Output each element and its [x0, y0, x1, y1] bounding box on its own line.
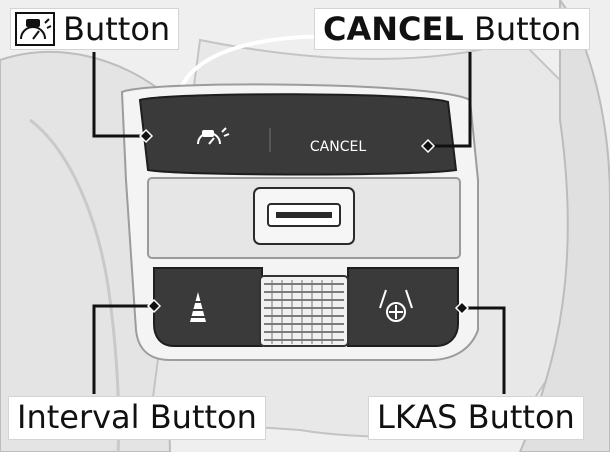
interval-leader-line	[92, 304, 154, 394]
lkas-button-label: LKAS Button	[377, 398, 575, 436]
cancel-leader-marker	[420, 138, 436, 154]
cancel-suffix-label: Button	[463, 10, 582, 48]
acc-speedometer-icon[interactable]	[197, 127, 230, 145]
cancel-button-label[interactable]: CANCEL	[310, 139, 366, 155]
interval-icon[interactable]	[188, 292, 208, 322]
acc-leader-marker	[138, 128, 154, 144]
acc-button-label: Button	[63, 10, 171, 48]
interval-button-label: Interval Button	[17, 398, 257, 436]
lkas-icon[interactable]	[379, 289, 413, 322]
thumb-roller-wheel[interactable]	[259, 275, 349, 347]
lkas-button-callout: LKAS Button	[368, 396, 584, 440]
lkas-leader-marker	[454, 300, 470, 316]
interval-leader-marker	[146, 298, 162, 314]
cancel-button-callout: CANCEL Button	[314, 8, 591, 50]
wheel-rim-right	[518, 0, 610, 452]
acc-speedometer-icon	[15, 12, 55, 46]
cancel-leader-line	[428, 52, 472, 148]
cancel-bold-label: CANCEL	[323, 10, 464, 48]
acc-leader-line	[92, 52, 146, 138]
acc-button-callout: Button	[10, 8, 180, 50]
interval-button-callout: Interval Button	[8, 396, 266, 440]
upper-button-panel	[138, 93, 458, 176]
lower-left-panel	[153, 267, 263, 347]
lkas-leader-line	[462, 306, 506, 394]
center-bar-line	[276, 212, 332, 218]
